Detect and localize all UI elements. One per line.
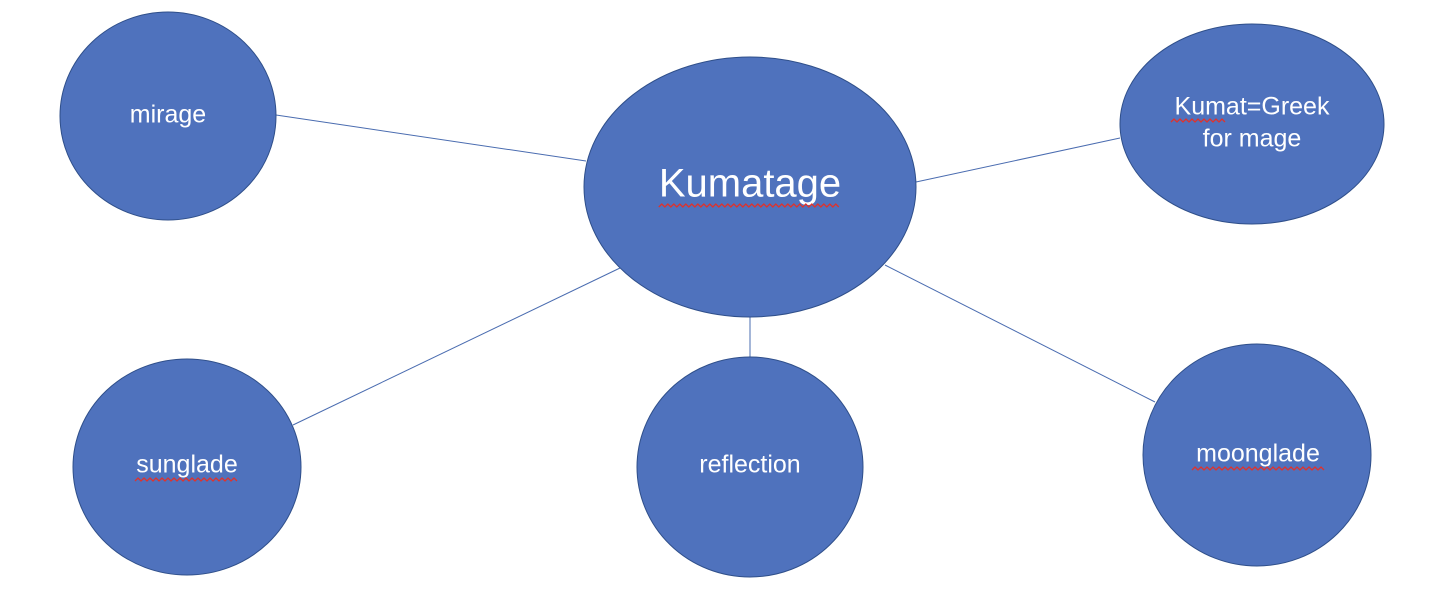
- node-kumat-label-line-2: for mage: [1203, 125, 1302, 153]
- connector-center-kumat: [915, 137, 1121, 183]
- node-sunglade-label: sunglade: [136, 451, 237, 479]
- spellcheck-underline: [658, 203, 840, 208]
- node-mirage-label: mirage: [130, 101, 206, 129]
- connector-center-mirage: [275, 114, 587, 162]
- spellcheck-underline: [134, 477, 238, 482]
- node-reflection-shape: [636, 356, 864, 578]
- node-reflection-label: reflection: [699, 451, 800, 479]
- node-moonglade-label: moonglade: [1196, 440, 1320, 468]
- connector-center-moonglade: [884, 264, 1156, 403]
- node-mirage[interactable]: mirage: [59, 11, 277, 221]
- spellcheck-underline: [1191, 466, 1325, 471]
- node-kumat-label-line-1: Kumat=Greek: [1175, 93, 1330, 121]
- node-kumat-shape: [1119, 23, 1385, 225]
- center-node[interactable]: Kumatage: [583, 56, 917, 318]
- node-reflection[interactable]: reflection: [636, 356, 864, 578]
- center-node-label: Kumatage: [659, 162, 841, 206]
- spellcheck-underline: [1170, 118, 1226, 123]
- connectors: [275, 114, 1156, 426]
- node-moonglade-shape: [1142, 343, 1372, 567]
- connector-center-sunglade: [292, 267, 621, 426]
- node-kumat[interactable]: Kumat=Greek for mage: [1119, 23, 1385, 225]
- node-moonglade[interactable]: moonglade: [1142, 343, 1372, 567]
- center-node-shape: [583, 56, 917, 318]
- node-sunglade[interactable]: sunglade: [72, 358, 302, 576]
- node-mirage-shape: [59, 11, 277, 221]
- node-sunglade-shape: [72, 358, 302, 576]
